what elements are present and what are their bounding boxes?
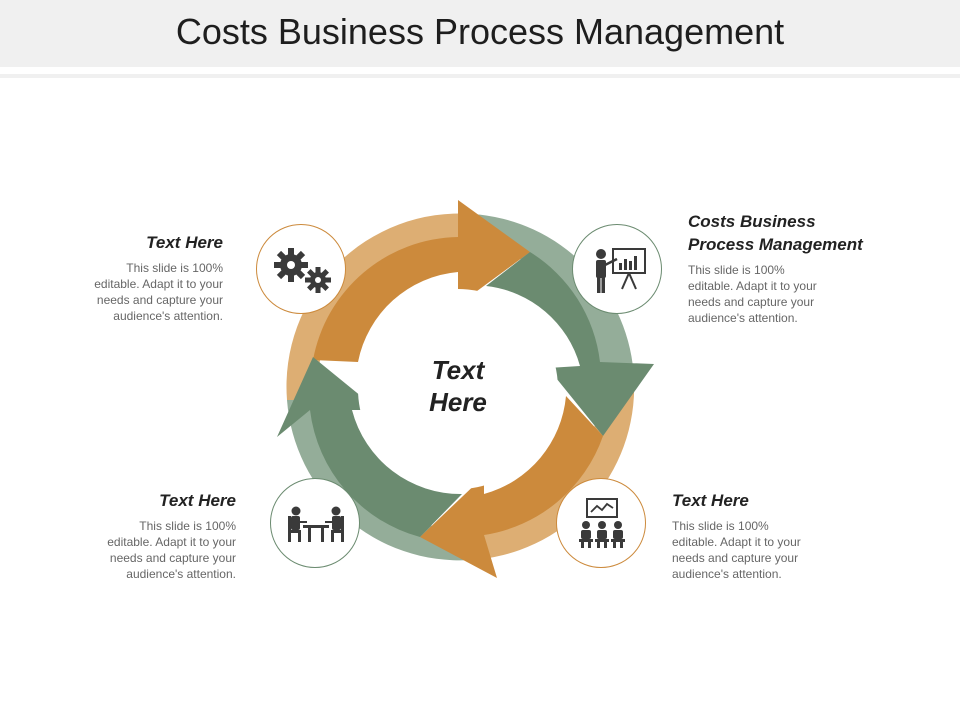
center-circle — [358, 289, 558, 489]
text-block-top-right: Costs Business Process Management This s… — [688, 210, 908, 326]
center-label-line2: Here — [429, 387, 487, 417]
icon-circle-top-right — [572, 224, 662, 314]
gears-icon — [274, 248, 331, 293]
body-line: This slide is 100% — [688, 263, 785, 277]
arrow-green-right — [486, 252, 654, 436]
text-block-body: This slide is 100% editable. Adapt it to… — [48, 260, 223, 324]
text-block-heading: Costs Business Process Management — [688, 210, 908, 256]
body-line: This slide is 100% — [672, 519, 769, 533]
body-line: needs and capture your — [688, 295, 815, 309]
body-line: audience's attention. — [126, 567, 236, 581]
body-line: This slide is 100% — [139, 519, 236, 533]
text-block-body: This slide is 100% editable. Adapt it to… — [61, 518, 236, 582]
body-line: editable. Adapt it to your — [107, 535, 236, 549]
heading-line: Process Management — [688, 235, 863, 254]
body-line: audience's attention. — [688, 311, 798, 325]
title-rule — [0, 74, 960, 78]
body-line: audience's attention. — [113, 309, 223, 323]
icon-circle-top-left — [256, 224, 346, 314]
body-line: audience's attention. — [672, 567, 782, 581]
icon-circle-bottom-left — [270, 478, 360, 568]
body-line: This slide is 100% — [126, 261, 223, 275]
icon-circle-bottom-right — [556, 478, 646, 568]
text-block-bottom-left: Text Here This slide is 100% editable. A… — [61, 489, 236, 582]
text-block-heading: Text Here — [146, 233, 223, 252]
body-line: needs and capture your — [109, 551, 236, 565]
heading-line: Costs Business — [688, 212, 816, 231]
slide-title: Costs Business Process Management — [175, 11, 785, 52]
body-line: editable. Adapt it to your — [672, 535, 801, 549]
center-label-line1: Text — [431, 355, 485, 385]
body-line: needs and capture your — [96, 293, 223, 307]
body-line: editable. Adapt it to your — [94, 277, 223, 291]
body-line: editable. Adapt it to your — [688, 279, 817, 293]
arrow-green-left — [277, 357, 462, 537]
text-block-body: This slide is 100% editable. Adapt it to… — [672, 518, 847, 582]
audience-presentation-icon — [579, 498, 625, 548]
text-block-top-left: Text Here This slide is 100% editable. A… — [48, 231, 223, 324]
meeting-table-icon — [288, 506, 344, 542]
text-block-heading: Text Here — [159, 491, 236, 510]
text-block-heading: Text Here — [672, 491, 749, 510]
title-bar — [0, 0, 960, 67]
body-line: needs and capture your — [672, 551, 799, 565]
arrow-orange-bottom — [420, 396, 603, 578]
center-label: Text Here — [398, 354, 518, 418]
presenter-chart-icon — [596, 248, 646, 293]
arrow-orange-top — [313, 200, 530, 362]
text-block-body: This slide is 100% editable. Adapt it to… — [688, 262, 908, 326]
text-block-bottom-right: Text Here This slide is 100% editable. A… — [672, 489, 847, 582]
